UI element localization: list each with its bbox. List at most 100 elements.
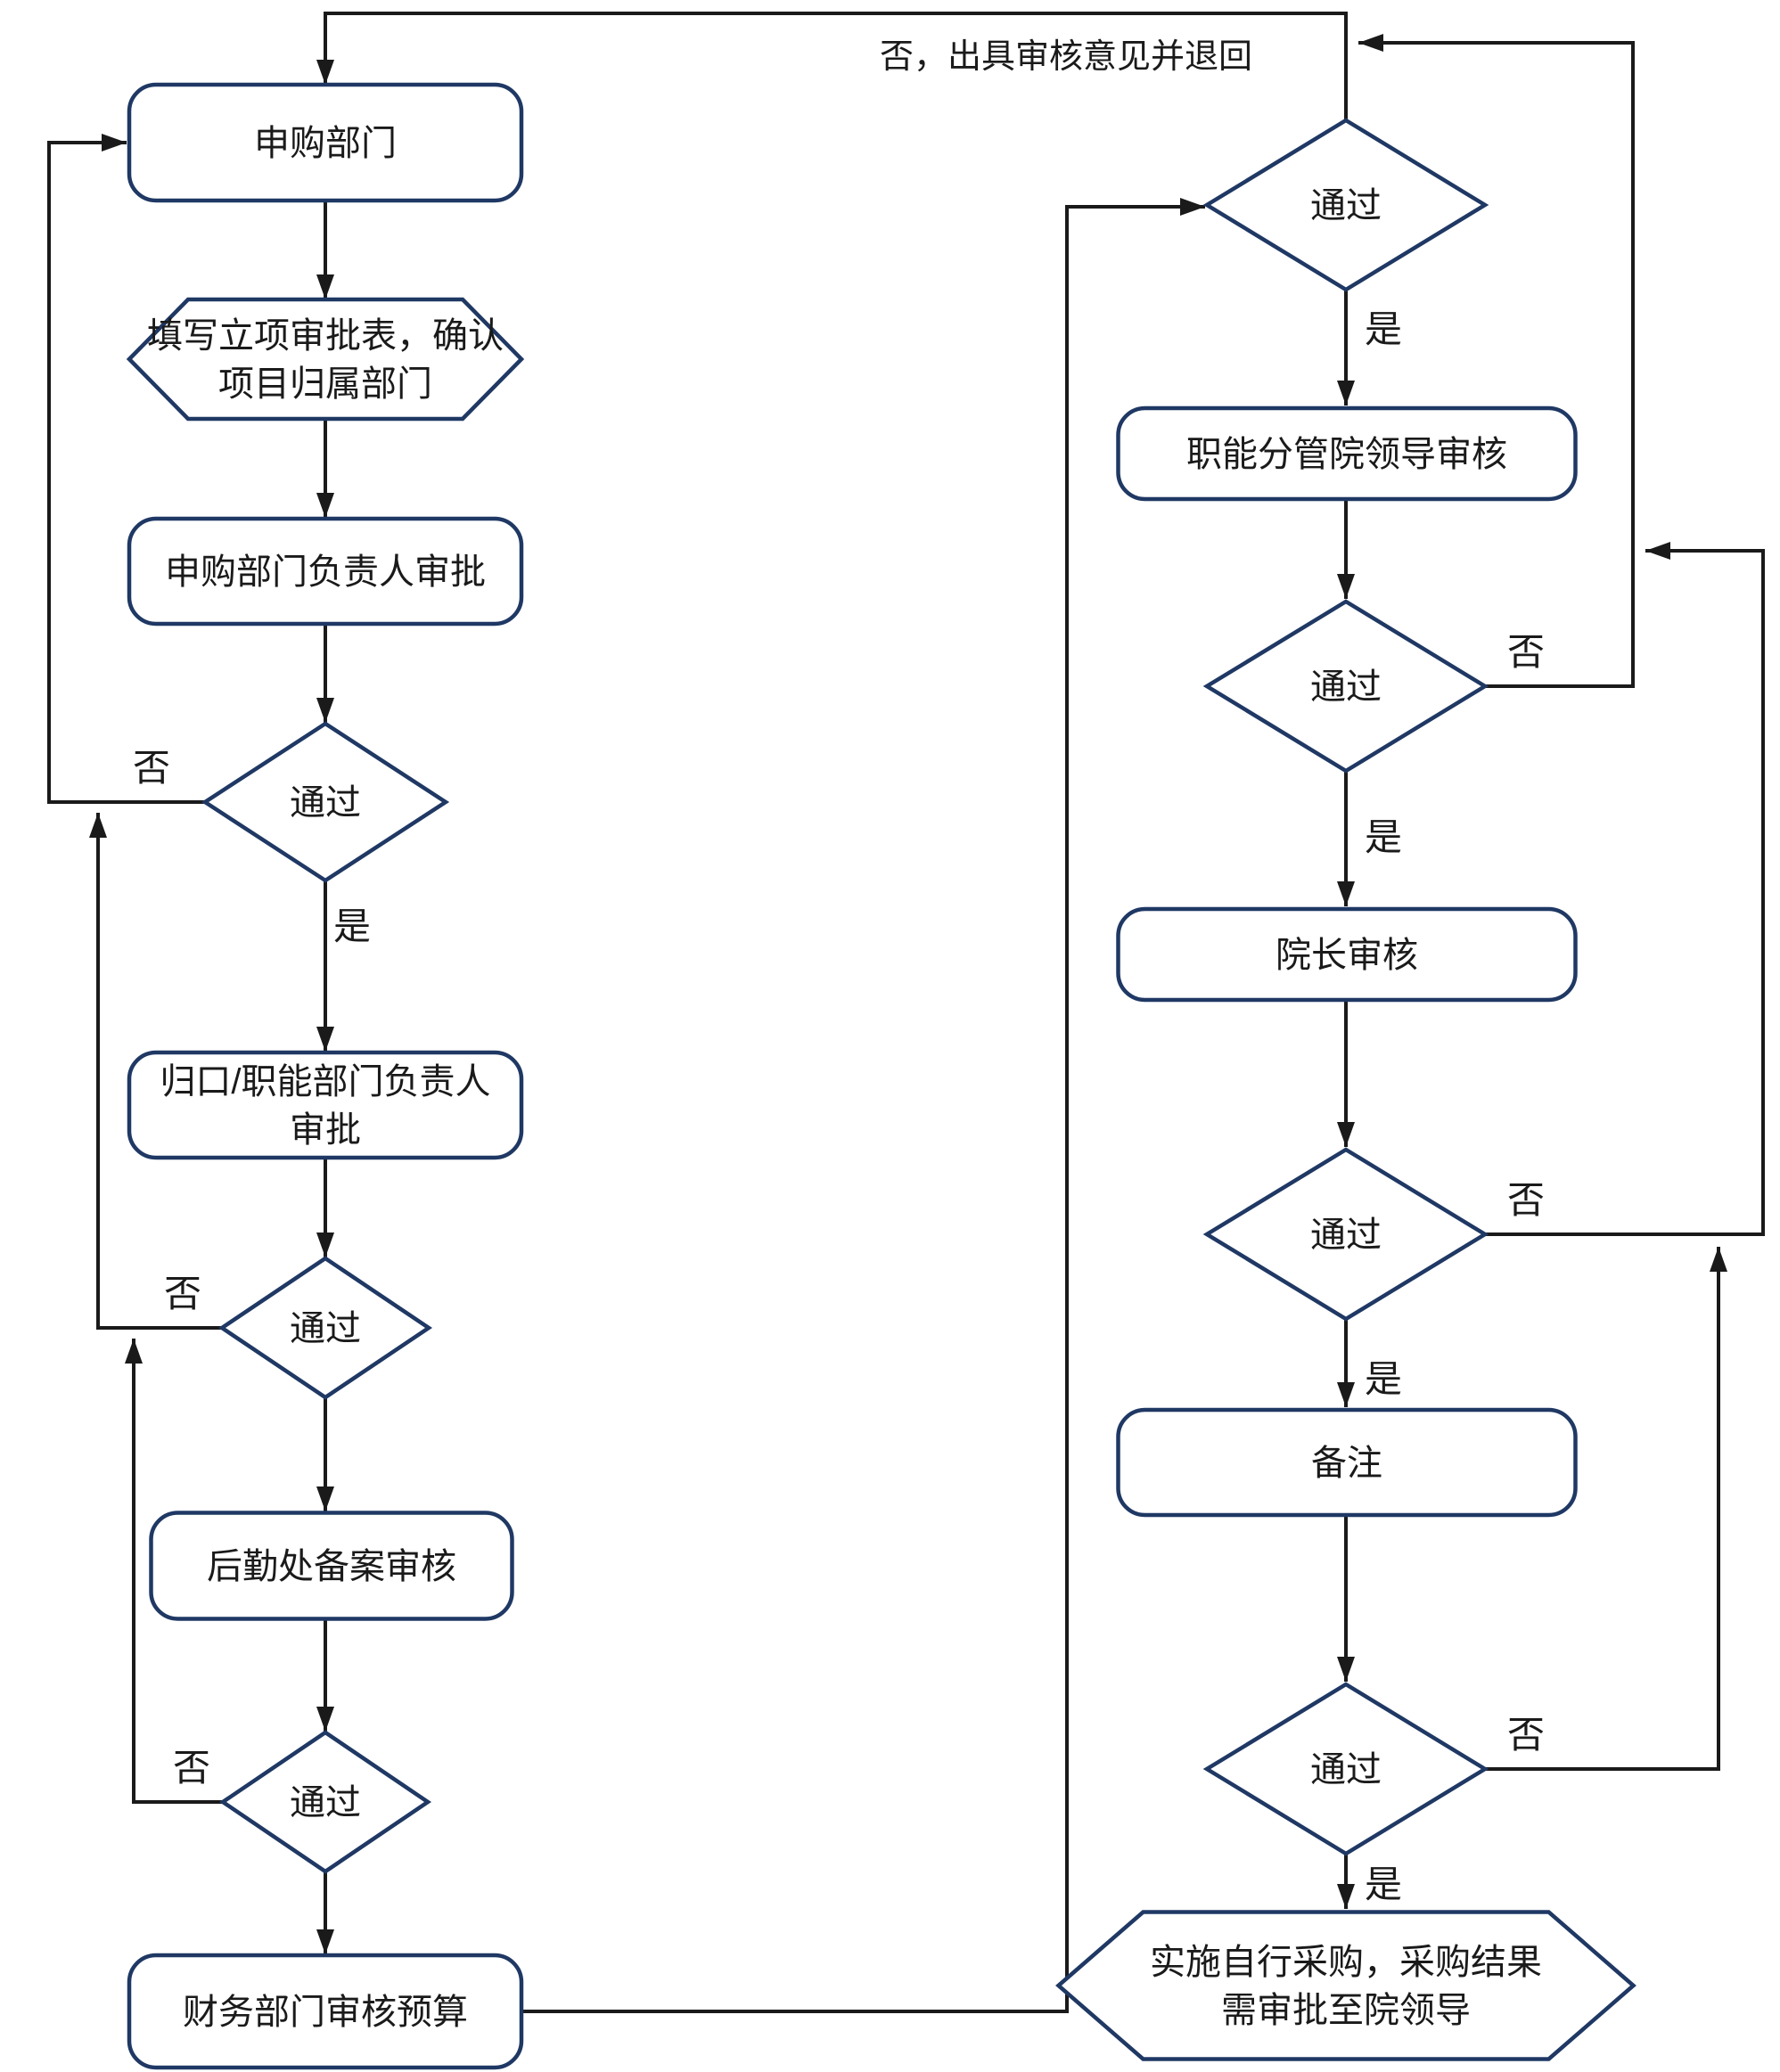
- decision-vice-president-shape: [1202, 599, 1489, 774]
- edge-decision1-no-return-arrowhead: [102, 134, 127, 152]
- edge-form-to-dept-head-arrowhead: [316, 493, 334, 518]
- edge-vp-to-decision5-arrowhead: [1337, 574, 1355, 599]
- edge-decision7-no-return: [1485, 1247, 1727, 1771]
- edge-remarks-to-decision7-arrowhead: [1337, 1657, 1355, 1682]
- edge-decision5-no-return: [1358, 34, 1635, 688]
- label-yes-7: 是: [1365, 1863, 1402, 1905]
- self-procurement-shape: [1055, 1910, 1636, 2061]
- decision-dept-head-shape: [201, 721, 450, 883]
- node-fill-approval-form: 填写立项审批表，确认项目归属部门: [126, 297, 525, 422]
- edge-decision7-no-return-arrowhead: [1710, 1247, 1727, 1272]
- edge-finance-to-decision4: [521, 198, 1205, 2013]
- edge-president-to-decision6: [1337, 1000, 1355, 1147]
- label-no-3: 否: [173, 1747, 210, 1789]
- edge-decision5-no-return-arrowhead: [1358, 34, 1383, 52]
- edge-decision3-yes-arrowhead: [316, 1929, 334, 1954]
- edge-decision2-yes: [316, 1397, 334, 1511]
- edge-remarks-to-decision7: [1337, 1515, 1355, 1682]
- edge-decision2-yes-arrowhead: [316, 1486, 334, 1511]
- dept-head-approval-label: 申购部门负责人审批: [165, 553, 486, 592]
- decision-president-label: 通过: [1310, 1216, 1382, 1255]
- decision-finance-shape: [1202, 118, 1489, 292]
- edge-decision6-yes-arrowhead: [1337, 1382, 1355, 1407]
- apply-dept-label: 申购部门: [254, 124, 397, 163]
- node-logistics-review: 后勤处备案审核: [149, 1511, 514, 1621]
- edge-form-to-dept-head: [316, 419, 334, 518]
- label-yes-6: 是: [1365, 1358, 1402, 1400]
- node-remarks: 备注: [1116, 1407, 1578, 1518]
- label-yes-1: 是: [333, 905, 371, 947]
- edge-decision6-yes: [1337, 1319, 1355, 1407]
- label-no-6: 否: [1507, 1179, 1545, 1221]
- decision-func-dept-label: 通过: [290, 1309, 361, 1348]
- edge-decision4-yes: [1337, 290, 1355, 405]
- func-dept-approval-shape: [127, 1050, 524, 1160]
- node-func-dept-approval: 归口/职能部门负责人审批: [127, 1050, 524, 1160]
- decision-vice-president-label: 通过: [1310, 667, 1382, 707]
- edge-decision4-no-top-return-arrowhead: [316, 60, 334, 85]
- edge-decision3-no-return-arrowhead: [125, 1339, 143, 1364]
- node-vice-president-review: 职能分管院领导审核: [1116, 405, 1578, 502]
- self-procurement-label: 实施自行采购，采购结果需审批至院领导: [1150, 1943, 1542, 2030]
- node-decision-logistics: 通过: [218, 1730, 432, 1874]
- dept-head-approval-shape: [127, 516, 524, 627]
- edge-decision4-no-top-return: [316, 12, 1348, 120]
- edge-decision1-no-return: [47, 134, 205, 804]
- node-president-review: 院长审核: [1116, 906, 1578, 1003]
- edge-dept-head-to-decision-arrowhead: [316, 698, 334, 723]
- edge-func-dept-to-decision-arrowhead: [316, 1233, 334, 1257]
- label-no-2: 否: [164, 1273, 201, 1314]
- edge-decision5-yes: [1337, 771, 1355, 906]
- edge-decision5-yes-arrowhead: [1337, 881, 1355, 906]
- label-yes-5: 是: [1365, 816, 1402, 858]
- node-decision-dept-head: 通过: [201, 721, 450, 883]
- vice-president-review-label: 职能分管院领导审核: [1186, 435, 1507, 474]
- fill-approval-form-shape: [126, 297, 525, 422]
- node-decision-remarks: 通过: [1202, 1682, 1489, 1856]
- edge-president-to-decision6-arrowhead: [1337, 1122, 1355, 1147]
- decision-logistics-shape: [218, 1730, 432, 1874]
- vice-president-review-shape: [1116, 405, 1578, 502]
- edge-decision3-yes: [316, 1871, 334, 1954]
- edge-finance-to-decision4-arrowhead: [1180, 198, 1205, 216]
- node-decision-vice-president: 通过: [1202, 599, 1489, 774]
- edge-decision4-yes-arrowhead: [1337, 381, 1355, 405]
- edge-func-dept-to-decision: [316, 1157, 334, 1257]
- node-decision-finance: 通过: [1202, 118, 1489, 292]
- label-no-1: 否: [133, 747, 170, 789]
- node-dept-head-approval: 申购部门负责人审批: [127, 516, 524, 627]
- edge-decision2-no-return-arrowhead: [89, 813, 107, 838]
- label-no-5: 否: [1507, 631, 1545, 673]
- decision-president-shape: [1202, 1147, 1489, 1322]
- edge-dept-head-to-decision: [316, 624, 334, 723]
- node-self-procurement: 实施自行采购，采购结果需审批至院领导: [1055, 1910, 1636, 2061]
- func-dept-approval-label: 归口/职能部门负责人审批: [160, 1062, 490, 1150]
- edge-logistics-to-decision-arrowhead: [316, 1707, 334, 1732]
- edge-decision7-yes-arrowhead: [1337, 1884, 1355, 1909]
- edge-apply-to-form: [316, 201, 334, 299]
- logistics-review-label: 后勤处备案审核: [207, 1547, 456, 1586]
- label-return-comment: 否，出具审核意见并退回: [880, 38, 1252, 76]
- remarks-shape: [1116, 1407, 1578, 1518]
- finance-budget-review-shape: [127, 1953, 524, 2070]
- edge-logistics-to-decision: [316, 1619, 334, 1732]
- node-apply-dept: 申购部门: [127, 82, 524, 203]
- decision-finance-label: 通过: [1310, 186, 1382, 225]
- edge-decision3-no-return: [125, 1339, 223, 1804]
- edge-decision7-yes: [1337, 1854, 1355, 1909]
- finance-budget-review-label: 财务部门审核预算: [183, 1993, 468, 2032]
- decision-remarks-label: 通过: [1310, 1750, 1382, 1789]
- edge-decision2-no-return: [89, 813, 222, 1330]
- node-finance-budget-review: 财务部门审核预算: [127, 1953, 524, 2070]
- edge-decision1-yes: [316, 880, 334, 1052]
- edge-decision6-no-return: [1485, 542, 1765, 1236]
- president-review-shape: [1116, 906, 1578, 1003]
- label-no-7: 否: [1507, 1714, 1545, 1756]
- decision-dept-head-label: 通过: [290, 783, 361, 823]
- node-decision-president: 通过: [1202, 1147, 1489, 1322]
- edge-apply-to-form-arrowhead: [316, 274, 334, 299]
- edge-decision6-no-return-arrowhead: [1645, 542, 1670, 560]
- edge-vp-to-decision5: [1337, 499, 1355, 599]
